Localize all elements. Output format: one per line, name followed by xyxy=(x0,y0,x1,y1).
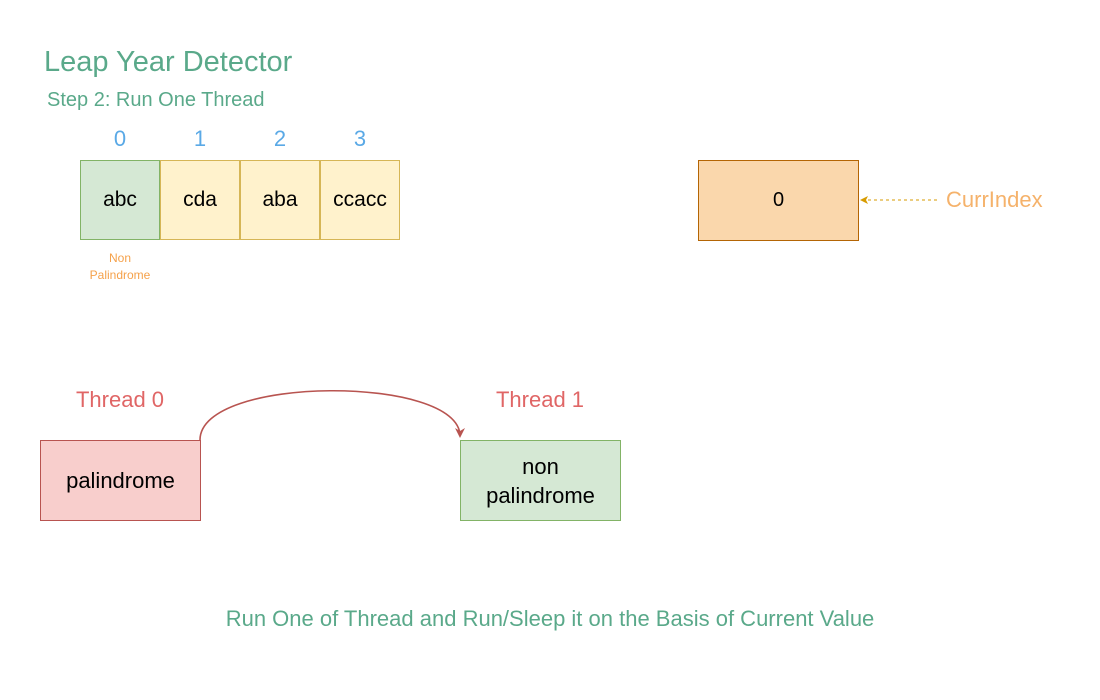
array-index-2: 2 xyxy=(273,126,287,151)
thread-switch-arrow xyxy=(199,389,465,441)
array-index-1: 1 xyxy=(193,126,207,151)
thread-1-text: non palindrome xyxy=(486,453,595,508)
array-cell-0: abc xyxy=(80,160,160,240)
array-index-0: 0 xyxy=(113,126,127,151)
thread-0-label: Thread 0 xyxy=(75,387,165,412)
thread-0-text: palindrome xyxy=(66,468,175,493)
thread-0-box: palindrome xyxy=(40,440,201,521)
array-cell-3: ccacc xyxy=(320,160,400,240)
array-cell-1: cda xyxy=(160,160,240,240)
array-cell-2: aba xyxy=(240,160,320,240)
thread-1-label: Thread 1 xyxy=(495,387,585,412)
current-index-box: 0 xyxy=(698,160,859,241)
cell-status-note: Non Palindrome xyxy=(89,251,151,282)
diagram-subtitle: Step 2: Run One Thread xyxy=(47,89,265,111)
thread-1-box: non palindrome xyxy=(460,440,621,521)
diagram-title: Leap Year Detector xyxy=(44,46,293,78)
array-index-3: 3 xyxy=(353,126,367,151)
diagram-caption: Run One of Thread and Run/Sleep it on th… xyxy=(225,606,875,631)
current-index-label: CurrIndex xyxy=(946,187,1043,212)
